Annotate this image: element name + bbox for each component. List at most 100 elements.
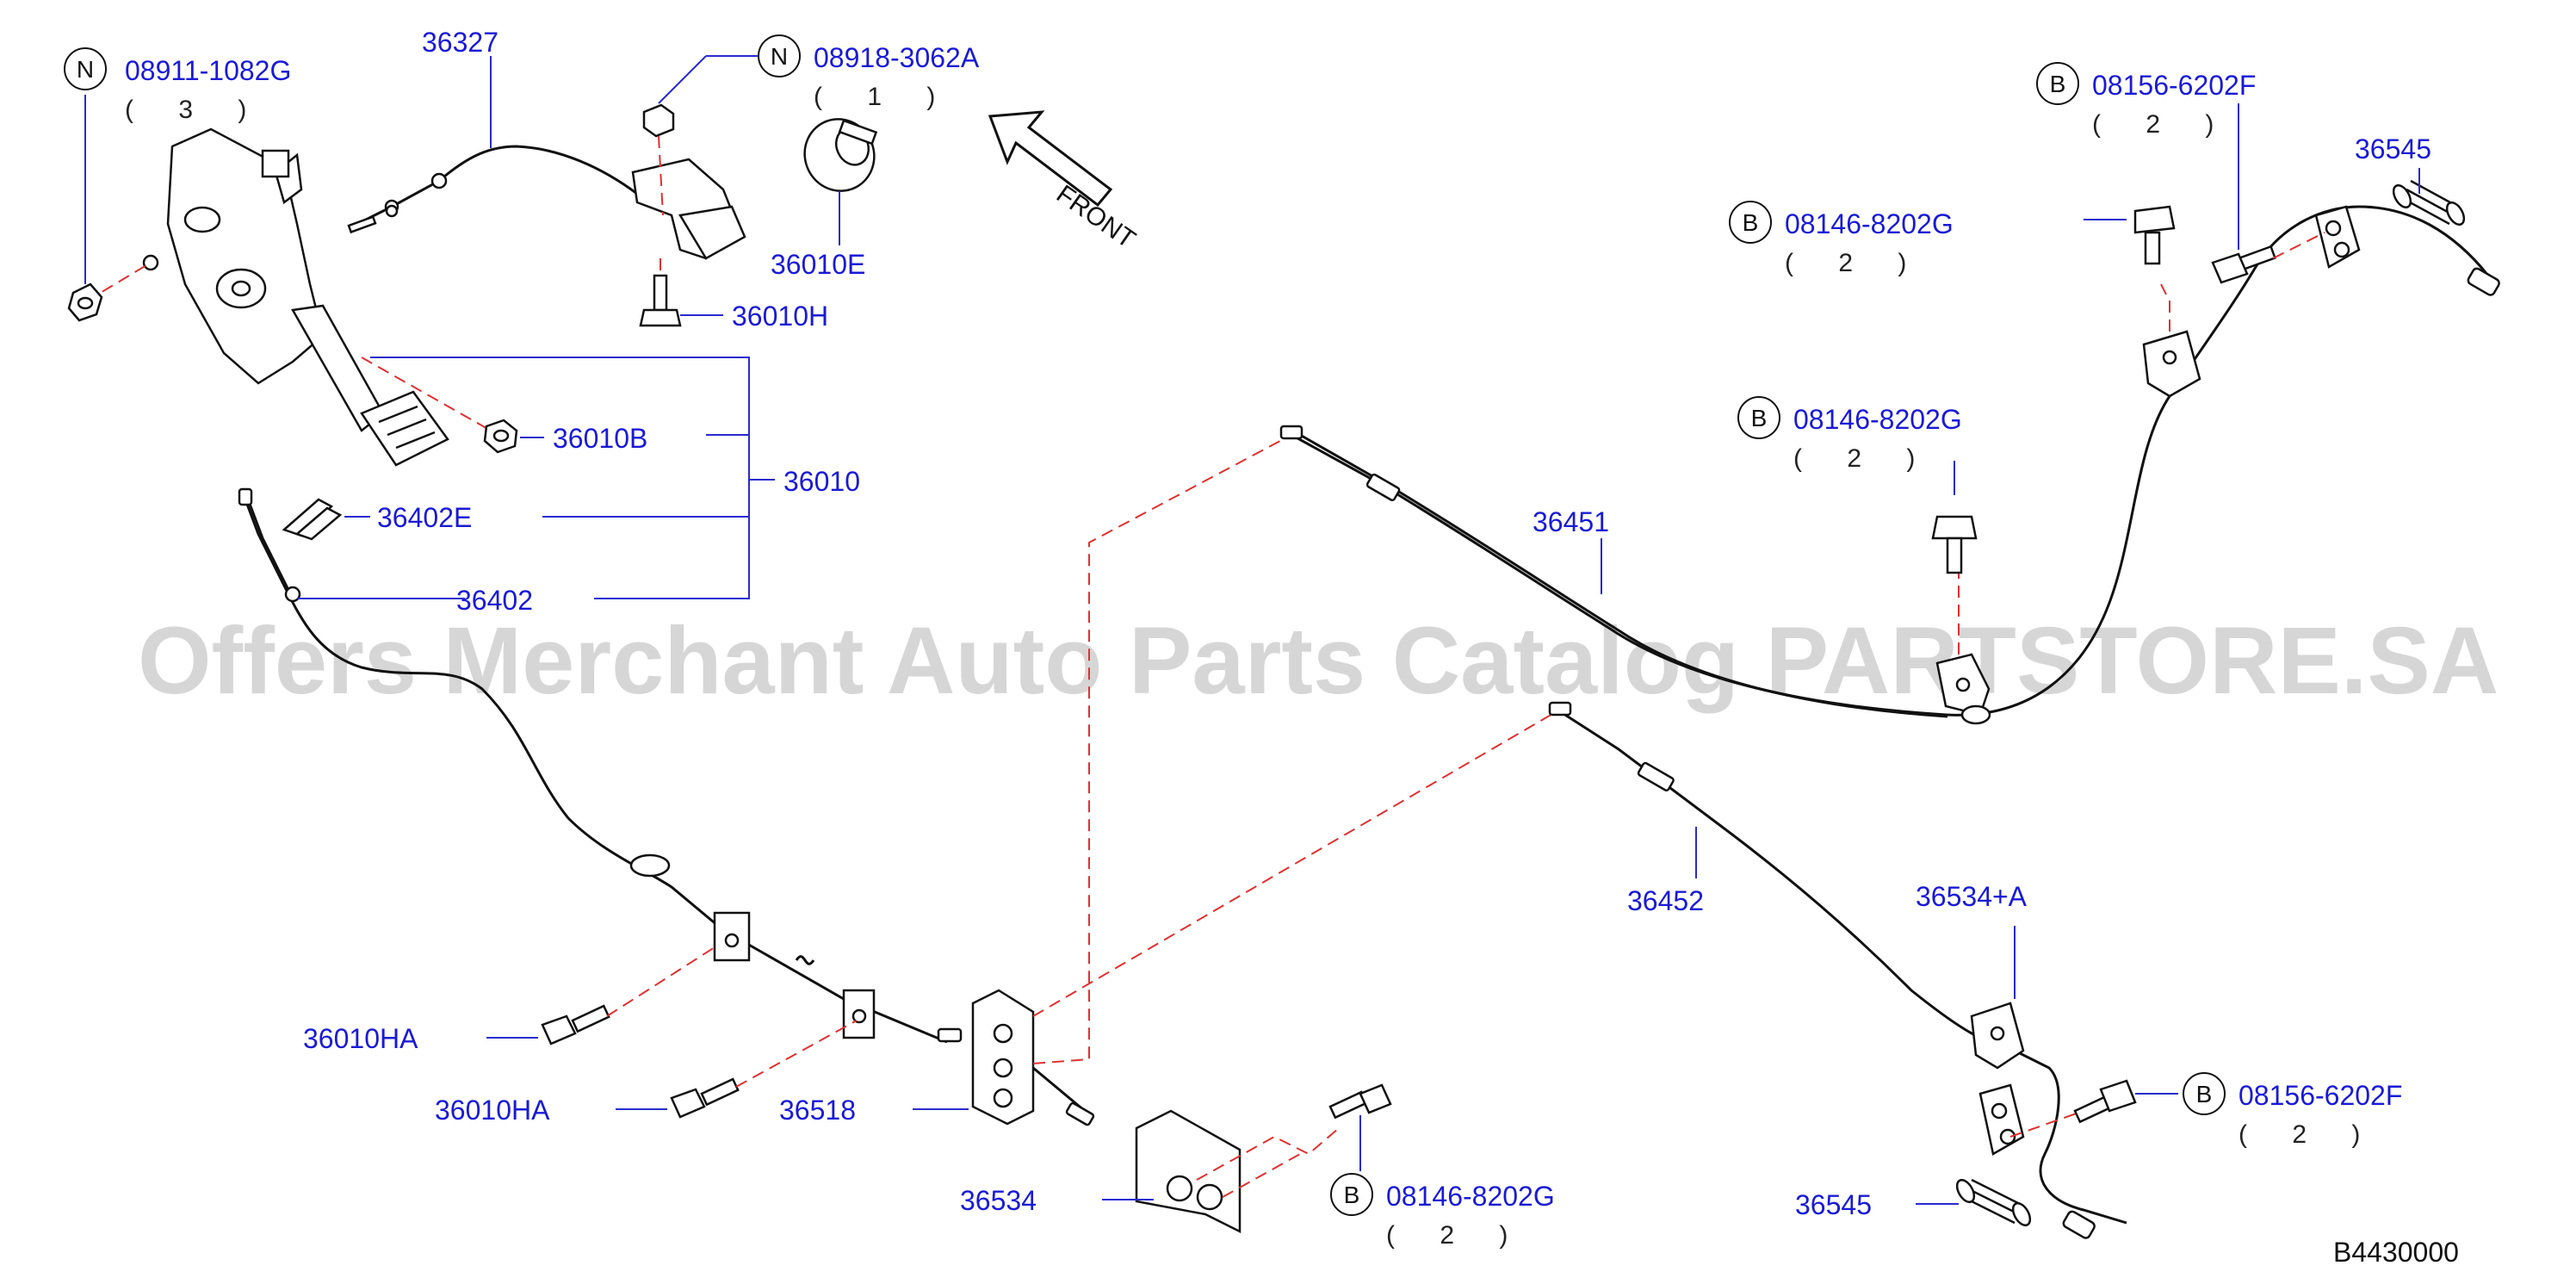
bolt-36010ha-2[interactable] [670, 1077, 740, 1119]
part-label-36010e[interactable]: 36010E [771, 249, 865, 280]
part-label-08146-8202g-middle[interactable]: 08146-8202G [1793, 404, 1962, 435]
dash-nut-to-pedal [85, 262, 152, 302]
qty-08146-8202g-top: ( 2 ) [1785, 249, 1925, 277]
pin [347, 204, 399, 234]
badge-letter: B [2050, 71, 2066, 97]
bolt-08156-6202f-top[interactable] [2211, 245, 2276, 284]
dash-36518-36451 [1032, 434, 1292, 1064]
cable-end-36452-rear [2062, 1210, 2096, 1239]
nut-36010b[interactable] [483, 419, 518, 454]
qty-08146-8202g-bottom: ( 2 ) [1386, 1221, 1526, 1250]
leader-08918 [658, 55, 707, 104]
badge-08156-6202f-bottom: B [2183, 1072, 2226, 1115]
cable-bracket-2 [842, 989, 876, 1039]
bolt-36010ha-1[interactable] [541, 1004, 610, 1045]
part-label-36534[interactable]: 36534 [960, 1185, 1037, 1216]
part-label-36010ha-1[interactable]: 36010HA [303, 1023, 418, 1054]
part-label-36518[interactable]: 36518 [779, 1095, 856, 1126]
cable-36452[interactable] [1557, 709, 2127, 1225]
part-label-08146-8202g-top[interactable]: 08146-8202G [1785, 208, 1954, 239]
pedal-assembly[interactable] [142, 127, 449, 467]
qty-08156-6202f-top: ( 2 ) [2092, 110, 2232, 139]
end-plate-bottom [1978, 1083, 2025, 1156]
cable-fitting-36451 [1365, 473, 1401, 502]
end-plate-top [2314, 205, 2361, 269]
dash-end-plate-top [2272, 232, 2325, 259]
badge-08918-3062a: N [758, 34, 801, 78]
part-label-36402e[interactable]: 36402E [377, 502, 472, 533]
front-arrow [988, 110, 1113, 208]
part-label-08156-6202f-bottom[interactable]: 08156-6202F [2239, 1080, 2402, 1111]
part-label-36010ha-2[interactable]: 36010HA [435, 1095, 550, 1126]
cable-end-front [937, 1027, 963, 1043]
part-label-36451[interactable]: 36451 [1533, 506, 1609, 537]
grommet-rear [1960, 704, 1991, 725]
dash-end-plate-bottom [2009, 1110, 2084, 1138]
part-label-36402[interactable]: 36402 [456, 585, 533, 616]
part-label-36010[interactable]: 36010 [783, 466, 860, 497]
cable-36451-inner [1299, 433, 1948, 718]
qty-08156-6202f-bottom: ( 2 ) [2239, 1120, 2379, 1149]
dash-rear-upper [2160, 283, 2170, 332]
bolt-08146-8202g-top[interactable] [2133, 205, 2176, 265]
bracket-36534a[interactable] [1970, 1002, 2025, 1070]
bracket-36010h[interactable] [631, 158, 746, 260]
badge-letter: B [1344, 1182, 1360, 1208]
badge-08146-8202g-middle: B [1737, 396, 1780, 439]
nut-08918-3062a[interactable] [642, 103, 675, 138]
part-label-08156-6202f-top[interactable]: 08156-6202F [2092, 70, 2256, 101]
part-label-08911-1082g[interactable]: 08911-1082G [125, 55, 291, 86]
part-label-36327[interactable]: 36327 [422, 27, 498, 58]
bolt-08146-8202g-bottom[interactable] [1328, 1083, 1392, 1120]
dash-36518-36452 [1032, 710, 1559, 1017]
nut-08911-1082g[interactable] [67, 282, 103, 322]
part-label-08146-8202g-bottom[interactable]: 08146-8202G [1386, 1181, 1555, 1212]
part-label-36010h[interactable]: 36010H [732, 301, 828, 332]
part-label-36545-bottom[interactable]: 36545 [1795, 1189, 1872, 1220]
cable-bracket-rear-center [1935, 653, 1991, 717]
clip-36010e[interactable] [793, 108, 886, 202]
part-label-36534a[interactable]: 36534+A [1916, 881, 2028, 912]
part-label-36452[interactable]: 36452 [1627, 885, 1704, 916]
dash-36010ha-2 [735, 1020, 858, 1088]
equalizer-36518[interactable] [971, 989, 1095, 1126]
dash-36010b [361, 357, 492, 431]
bolt-36010h[interactable] [639, 274, 682, 327]
cable-squiggle [795, 955, 815, 965]
plate-36534[interactable] [1135, 1109, 1242, 1234]
bolt-08146-8202g-middle[interactable] [1931, 515, 1978, 574]
badge-letter: B [2196, 1081, 2213, 1107]
cable-end-36452 [1548, 701, 1572, 717]
badge-08156-6202f-top: B [2036, 62, 2079, 105]
qty-08911-1082g: ( 3 ) [125, 96, 265, 124]
cable-end-36402 [238, 487, 253, 506]
leader-36010-bracket [370, 357, 750, 599]
cable-ring [284, 586, 301, 603]
badge-letter: N [77, 56, 94, 83]
badge-08146-8202g-top: B [1729, 201, 1772, 244]
cable-bracket-rear-upper [2142, 330, 2201, 398]
dash-36010ha-1 [606, 946, 715, 1017]
part-label-08918-3062a[interactable]: 08918-3062A [814, 42, 980, 73]
cable-end-36451-rear [2467, 267, 2500, 296]
watermark: Offers Merchant Auto Parts Catalog PARTS… [138, 608, 2499, 714]
clip-36402e[interactable] [282, 498, 343, 541]
part-label-36010b[interactable]: 36010B [553, 423, 647, 454]
cable-grommet [629, 853, 671, 878]
dash-36534 [1196, 1127, 1340, 1181]
part-label-36545-top[interactable]: 36545 [2355, 133, 2431, 164]
spring-36545-top[interactable] [2390, 179, 2468, 227]
cable-36402-inner [248, 503, 290, 591]
bolt-08156-6202f-bottom[interactable] [2073, 1079, 2137, 1124]
badge-08146-8202g-bottom: B [1330, 1173, 1373, 1216]
badge-letter: B [1751, 405, 1768, 431]
spring-36545-bottom[interactable] [1954, 1177, 2034, 1228]
badge-08911-1082g: N [64, 47, 107, 90]
cable-fitting-36452 [1637, 761, 1675, 792]
cable-end [430, 172, 448, 189]
qty-08146-8202g-middle: ( 2 ) [1793, 444, 1934, 473]
cable-36327[interactable] [356, 145, 638, 226]
cable-36402[interactable] [244, 499, 948, 1044]
dash-nut-bracket [658, 135, 664, 216]
